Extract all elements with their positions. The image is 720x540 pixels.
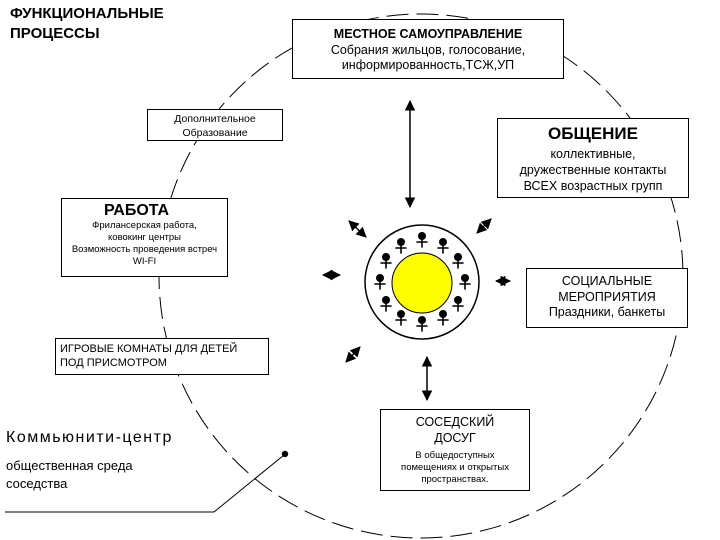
- work-line1: Фрилансерская работа,: [92, 220, 197, 232]
- community-pointer-dot: [281, 450, 289, 458]
- person-icon: [452, 296, 464, 312]
- neighbor-leisure-line2: помещениях и открытых: [401, 462, 509, 474]
- education-line1: Дополнительное: [174, 113, 256, 125]
- social-events-line2: МЕРОПРИЯТИЯ: [558, 289, 656, 304]
- neighbor-leisure-line1: В общедоступных: [415, 450, 495, 462]
- kids-rooms-box: ИГРОВЫЕ КОМНАТЫ ДЛЯ ДЕТЕЙ ПОД ПРИСМОТРОМ: [55, 338, 269, 375]
- local-government-line2: информированность,ТСЖ,УП: [341, 58, 515, 73]
- arrows: [321, 99, 512, 402]
- neighbor-leisure-box: СОСЕДСКИЙ ДОСУГ В общедоступных помещени…: [380, 409, 530, 491]
- person-icon: [416, 316, 428, 332]
- work-title: РАБОТА: [104, 202, 170, 219]
- communication-line3: ВСЕХ возрастных групп: [523, 178, 663, 193]
- community-center-title: Коммьюнити-центр: [6, 429, 173, 446]
- communication-line1: коллективные,: [550, 147, 636, 162]
- person-icon: [395, 310, 407, 326]
- kids-rooms-line1: ИГРОВЫЕ КОМНАТЫ ДЛЯ ДЕТЕЙ: [60, 343, 238, 355]
- work-line4: WI-FI: [132, 255, 157, 267]
- kids-rooms-line2: ПОД ПРИСМОТРОМ: [60, 356, 167, 369]
- person-icon: [380, 296, 392, 312]
- community-pointer-line: [5, 454, 285, 513]
- person-icon: [459, 274, 471, 290]
- community-center-line2: соседства: [6, 475, 68, 491]
- person-icon: [437, 238, 449, 254]
- work-line2: ковокинг центры: [108, 232, 181, 244]
- sun-icon: [391, 252, 453, 314]
- page-title-line2: ПРОЦЕССЫ: [10, 24, 100, 42]
- person-icon: [380, 253, 392, 269]
- person-icon: [437, 310, 449, 326]
- social-events-box: СОЦИАЛЬНЫЕ МЕРОПРИЯТИЯ Праздники, банкет…: [526, 268, 688, 328]
- local-government-line1: Собрания жильцов, голосование,: [330, 42, 526, 57]
- social-events-line1: СОЦИАЛЬНЫЕ: [561, 274, 653, 288]
- neighbor-leisure-title2: ДОСУГ: [434, 430, 476, 445]
- neighbor-leisure-line3: пространствах.: [421, 474, 489, 485]
- arrow-upper-left: [348, 220, 367, 238]
- people-ring: [374, 232, 471, 332]
- community-center-box: Коммьюнити-центр общественная среда сосе…: [0, 428, 232, 504]
- page-title-line1: ФУНКЦИОНАЛЬНЫЕ: [10, 5, 164, 22]
- person-icon: [374, 274, 386, 290]
- community-center-line1: общественная среда: [6, 458, 133, 473]
- work-line3: Возможность проведения встреч: [71, 243, 218, 255]
- communication-box: ОБЩЕНИЕ коллективные, дружественные конт…: [497, 118, 689, 198]
- communication-line2: дружественные контакты: [519, 162, 667, 177]
- local-government-box: МЕСТНОЕ САМОУПРАВЛЕНИЕ Собрания жильцов,…: [292, 19, 564, 79]
- neighbor-leisure-title1: СОСЕДСКИЙ: [415, 415, 495, 429]
- work-box: РАБОТА Фрилансерская работа, ковокинг це…: [61, 198, 228, 277]
- education-line2: Образование: [182, 126, 248, 139]
- person-icon: [452, 253, 464, 269]
- page-title: ФУНКЦИОНАЛЬНЫЕ ПРОЦЕССЫ: [10, 4, 210, 43]
- person-icon: [395, 238, 407, 254]
- social-events-line3: Праздники, банкеты: [548, 305, 666, 320]
- communication-title: ОБЩЕНИЕ: [548, 124, 638, 143]
- education-box: Дополнительное Образование: [147, 109, 283, 141]
- arrow-upper-right: [476, 218, 492, 234]
- local-government-title: МЕСТНОЕ САМОУПРАВЛЕНИЕ: [333, 27, 523, 41]
- arrow-lower-left: [345, 346, 361, 363]
- person-icon: [416, 232, 428, 248]
